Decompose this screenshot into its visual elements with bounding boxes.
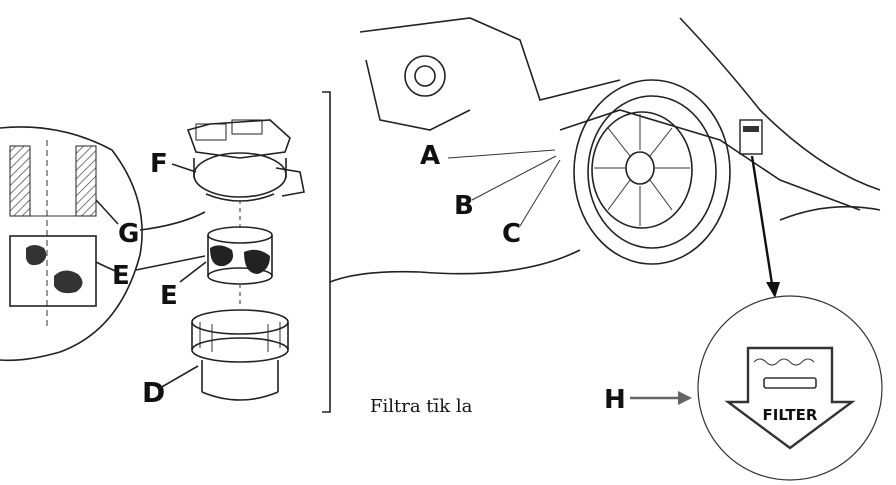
label-e-part: E bbox=[160, 281, 178, 311]
label-b: B bbox=[454, 191, 474, 221]
filter-housing-section bbox=[9, 140, 119, 330]
label-f: F bbox=[150, 149, 168, 179]
filter-mesh-section bbox=[9, 235, 119, 307]
label-c: C bbox=[502, 219, 521, 249]
label-e-detail: E bbox=[112, 261, 130, 291]
filter-mesh-e bbox=[207, 226, 273, 308]
bracket bbox=[322, 91, 331, 413]
filter-icon-text: FILTER bbox=[763, 406, 818, 424]
label-a: A bbox=[420, 141, 440, 171]
filter-cup-d bbox=[191, 309, 289, 401]
filter-label-zoom: FILTER bbox=[697, 295, 883, 481]
rear-wheel bbox=[573, 79, 731, 265]
caption: Filtra tīk la bbox=[370, 396, 473, 417]
label-g: G bbox=[118, 219, 139, 249]
water-waves-icon bbox=[753, 358, 815, 366]
label-h: H bbox=[604, 385, 626, 415]
detail-magnifier bbox=[0, 126, 143, 362]
filter-head-f bbox=[186, 119, 305, 228]
filter-arrow-icon bbox=[724, 346, 856, 450]
label-d: D bbox=[142, 376, 165, 409]
vehicle-illustration bbox=[329, 17, 881, 283]
